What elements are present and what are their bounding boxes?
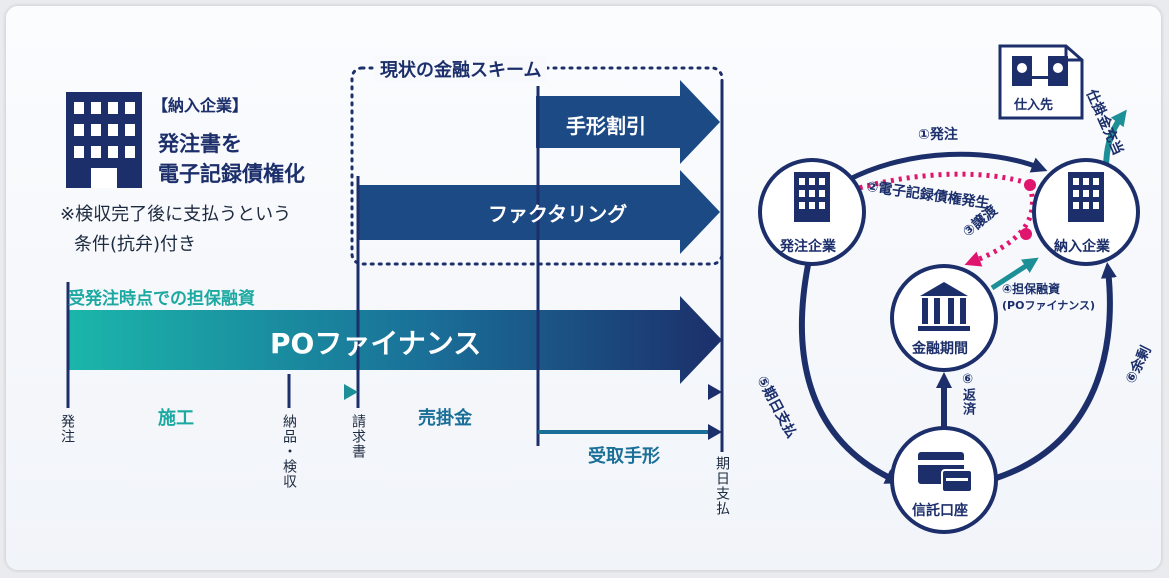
buyer-building-icon	[794, 172, 830, 222]
vendor-building-icon	[1068, 172, 1104, 222]
people-icon	[1012, 56, 1068, 86]
step4b-label: (POファイナンス)	[1002, 299, 1096, 312]
flow-ring-left	[798, 264, 902, 484]
bill-discount-label: 手形割引	[566, 114, 646, 138]
vendor-label: 【納入企業】	[152, 96, 249, 115]
timeline-construction: 施工	[158, 408, 194, 429]
po-finance-arrow	[68, 296, 722, 384]
flow-transfer-dotted	[964, 185, 1035, 267]
trust-node	[890, 426, 998, 534]
building-icon	[66, 92, 142, 188]
po-title: POファイナンス	[270, 327, 482, 360]
bank-label: 金融期間	[912, 341, 968, 357]
vendor-action-line1: 発注書を	[158, 132, 242, 156]
buyer-label: 発注企業	[780, 239, 836, 255]
flow-order-arrow	[846, 151, 1048, 183]
buyer-node	[758, 158, 866, 266]
bill-discount-arrow	[536, 80, 720, 164]
timeline-due: 期日支払	[714, 456, 730, 516]
vendor-action-line2: 電子記録債権化	[158, 162, 305, 186]
timeline-receivable: 売掛金	[418, 408, 472, 429]
timeline-delivery: 納品・検収	[281, 414, 297, 489]
timeline-bill-arrowhead	[708, 424, 722, 440]
flow-e-receivable-dotted	[851, 171, 1031, 193]
timeline-invoice: 請求書	[350, 414, 366, 459]
flow-ring-right	[989, 262, 1117, 483]
step6a-label: ⑥返済	[960, 372, 975, 416]
timeline-bill: 受取手形	[588, 446, 660, 467]
timeline-construction-arrowhead	[344, 384, 358, 400]
condition-note-line1: ※検収完了後に支払うという	[60, 204, 292, 225]
vendor-node-label: 納入企業	[1054, 239, 1110, 255]
vendor-node	[1032, 158, 1140, 266]
bank-icon	[918, 282, 970, 331]
scheme-title: 現状の金融スキーム	[374, 56, 548, 82]
timeline-order: 発注	[59, 414, 75, 444]
factoring-label: ファクタリング	[488, 202, 628, 226]
step4a-label: ④担保融資	[1002, 282, 1061, 296]
trust-label: 信託口座	[912, 503, 968, 519]
supplier-label: 仕入先	[1014, 98, 1054, 113]
po-subtitle: 受発注時点での担保融資	[68, 289, 255, 309]
condition-note-line2: 条件(抗弁)付き	[74, 234, 197, 255]
flow-loan-arrow	[990, 257, 1039, 291]
timeline-main-arrowhead	[708, 384, 722, 400]
supplier-box	[998, 44, 1084, 120]
step1-label: ①発注	[918, 127, 958, 143]
card-icon	[918, 452, 973, 493]
bank-node	[890, 264, 998, 372]
